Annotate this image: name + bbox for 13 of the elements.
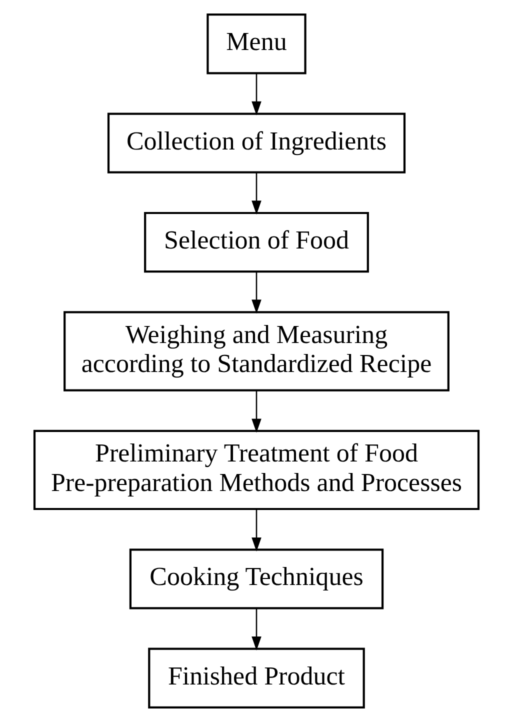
arrow [251, 509, 261, 552]
node-box: Cooking Techniques [128, 548, 384, 610]
arrow [251, 272, 261, 314]
arrow [251, 390, 261, 433]
node-box: Menu [206, 14, 306, 74]
node-box: Preliminary Treatment of Food Pre-preparation Methods and Processes [32, 430, 480, 510]
arrow [251, 608, 261, 650]
arrow [251, 172, 261, 215]
node-box: Finished Product [148, 648, 364, 708]
arrow [251, 73, 261, 116]
node-box: Selection of Food [144, 212, 368, 273]
node-box: Collection of Ingredients [106, 112, 406, 174]
node-box: Weighing and Measuring according to Standardized Recipe [63, 311, 449, 392]
